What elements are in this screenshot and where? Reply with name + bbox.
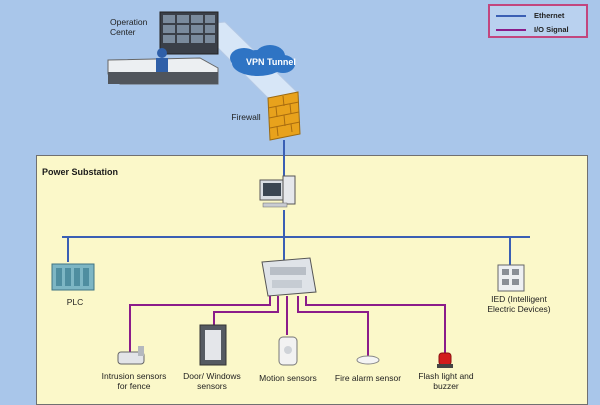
legend-io: I/O Signal bbox=[496, 25, 586, 35]
io-controller-icon bbox=[261, 257, 317, 297]
flash-light-icon bbox=[437, 352, 453, 368]
door-sensor-icon bbox=[199, 324, 227, 366]
fire-alarm-label: Fire alarm sensor bbox=[334, 373, 402, 383]
vpn-cloud-icon bbox=[230, 45, 295, 76]
plc-label: PLC bbox=[66, 297, 84, 307]
ied-label: IED (Intelligent Electric Devices) bbox=[487, 294, 551, 314]
vpn-tunnel-label: VPN Tunnel bbox=[246, 57, 296, 67]
intrusion-sensor-icon bbox=[117, 346, 145, 365]
operation-center-label: Operation Center bbox=[110, 17, 148, 37]
firewall-icon bbox=[267, 91, 301, 141]
intrusion-sensor-label: Intrusion sensors for fence bbox=[101, 371, 167, 391]
legend-ethernet-label: Ethernet bbox=[534, 11, 565, 20]
motion-sensor-label: Motion sensors bbox=[259, 373, 317, 383]
ethernet-swatch bbox=[496, 15, 526, 17]
computer-icon bbox=[259, 175, 296, 208]
ethernet-links bbox=[62, 140, 530, 265]
io-signal-links bbox=[129, 296, 446, 356]
motion-sensor-icon bbox=[278, 336, 298, 366]
firewall-label: Firewall bbox=[231, 112, 261, 122]
power-substation-title: Power Substation bbox=[42, 167, 119, 177]
legend-ethernet: Ethernet bbox=[496, 11, 586, 21]
legend: Ethernet I/O Signal bbox=[488, 4, 588, 38]
io-swatch bbox=[496, 29, 526, 31]
plc-icon bbox=[51, 263, 95, 291]
legend-io-label: I/O Signal bbox=[534, 25, 569, 34]
ied-icon bbox=[497, 264, 525, 292]
fire-alarm-icon bbox=[356, 355, 380, 365]
operation-center-icon bbox=[107, 11, 219, 85]
door-sensor-label: Door/ Windows sensors bbox=[183, 371, 241, 391]
flash-light-label: Flash light and buzzer bbox=[418, 371, 474, 391]
